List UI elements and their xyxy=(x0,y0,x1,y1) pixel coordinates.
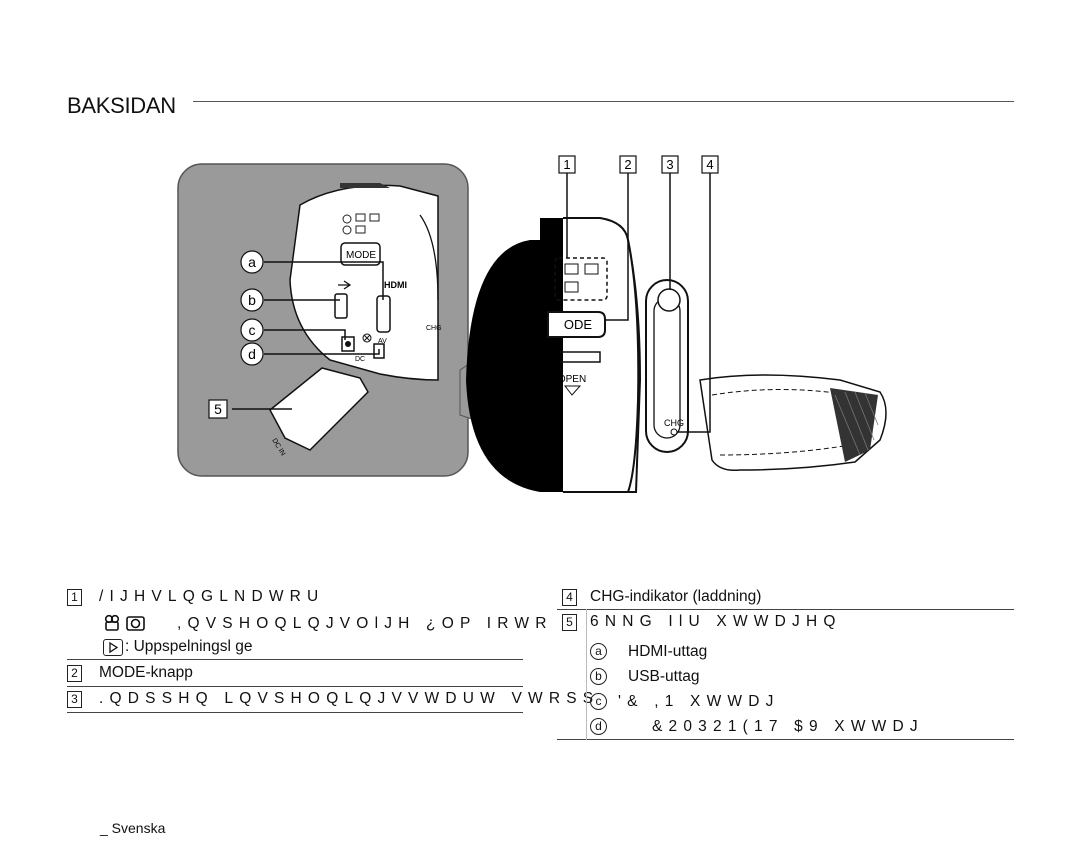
callout-2: 2 xyxy=(624,157,631,172)
divider xyxy=(557,739,1014,740)
callout-a: a xyxy=(248,254,256,270)
item-number: 3 xyxy=(67,691,82,708)
callout-4: 4 xyxy=(706,157,713,172)
body-chg-label: CHG xyxy=(664,418,684,428)
item-text: HDMI-uttag xyxy=(628,643,708,660)
item-number: 1 xyxy=(67,589,82,606)
item-text: MODE-knapp xyxy=(99,664,193,681)
item-text: /IJHVLQGLNDWRU xyxy=(99,588,325,605)
item-number: 4 xyxy=(562,589,577,606)
section-title: BAKSIDAN xyxy=(67,92,176,118)
item-text: : Uppspelningsl ge xyxy=(125,638,253,655)
sub-letter: b xyxy=(590,668,607,685)
callout-d: d xyxy=(248,346,256,362)
item-number: 5 xyxy=(562,614,577,631)
item-text: CHG-indikator (laddning) xyxy=(590,588,762,605)
item-number: 2 xyxy=(67,665,82,682)
divider xyxy=(67,712,523,713)
callout-c: c xyxy=(249,322,256,338)
title-rule xyxy=(193,101,1014,102)
inset-av-label: AV xyxy=(378,338,387,345)
callout-5: 5 xyxy=(214,401,222,417)
inset-hdmi-label: HDMI xyxy=(384,280,407,290)
vertical-divider xyxy=(586,609,587,740)
sub-letter: d xyxy=(590,718,607,735)
inset-mode-label: MODE xyxy=(346,250,376,261)
inset-dc-label: DC xyxy=(355,356,365,363)
callout-1: 1 xyxy=(563,157,570,172)
inset-chg-label: CHG xyxy=(426,325,442,332)
item-text: '& ,1 XWWDJ xyxy=(618,693,780,710)
camcorder-rear-illustration: MODE HDMI DC AV CHG DC IN a b c xyxy=(177,155,887,493)
callout-3: 3 xyxy=(666,157,673,172)
item-text: .QDSSHQ LQVSHOQLQJVVWDUW VWRSS xyxy=(99,690,600,707)
divider xyxy=(67,686,523,687)
playback-icon xyxy=(103,639,123,656)
divider xyxy=(557,609,1014,610)
divider xyxy=(67,659,523,660)
sub-letter: a xyxy=(590,643,607,660)
camera-photo-icons xyxy=(103,614,147,636)
body-mode-label: ODE xyxy=(564,317,593,332)
item-text: 6NNG IlU XWWDJHQ xyxy=(590,613,842,630)
callout-b: b xyxy=(248,292,256,308)
body-open-label: OPEN xyxy=(558,374,586,385)
item-text: ,QVSHOQLQJVOlJH ¿OP IRWR xyxy=(177,615,553,632)
item-text: &20321(17 $9 XWWDJ xyxy=(652,718,924,735)
sub-letter: c xyxy=(590,693,607,710)
page-footer: _ Svenska xyxy=(100,820,166,836)
item-text: USB-uttag xyxy=(628,668,700,685)
inset-panel: MODE HDMI DC AV CHG DC IN a b c xyxy=(177,163,469,477)
